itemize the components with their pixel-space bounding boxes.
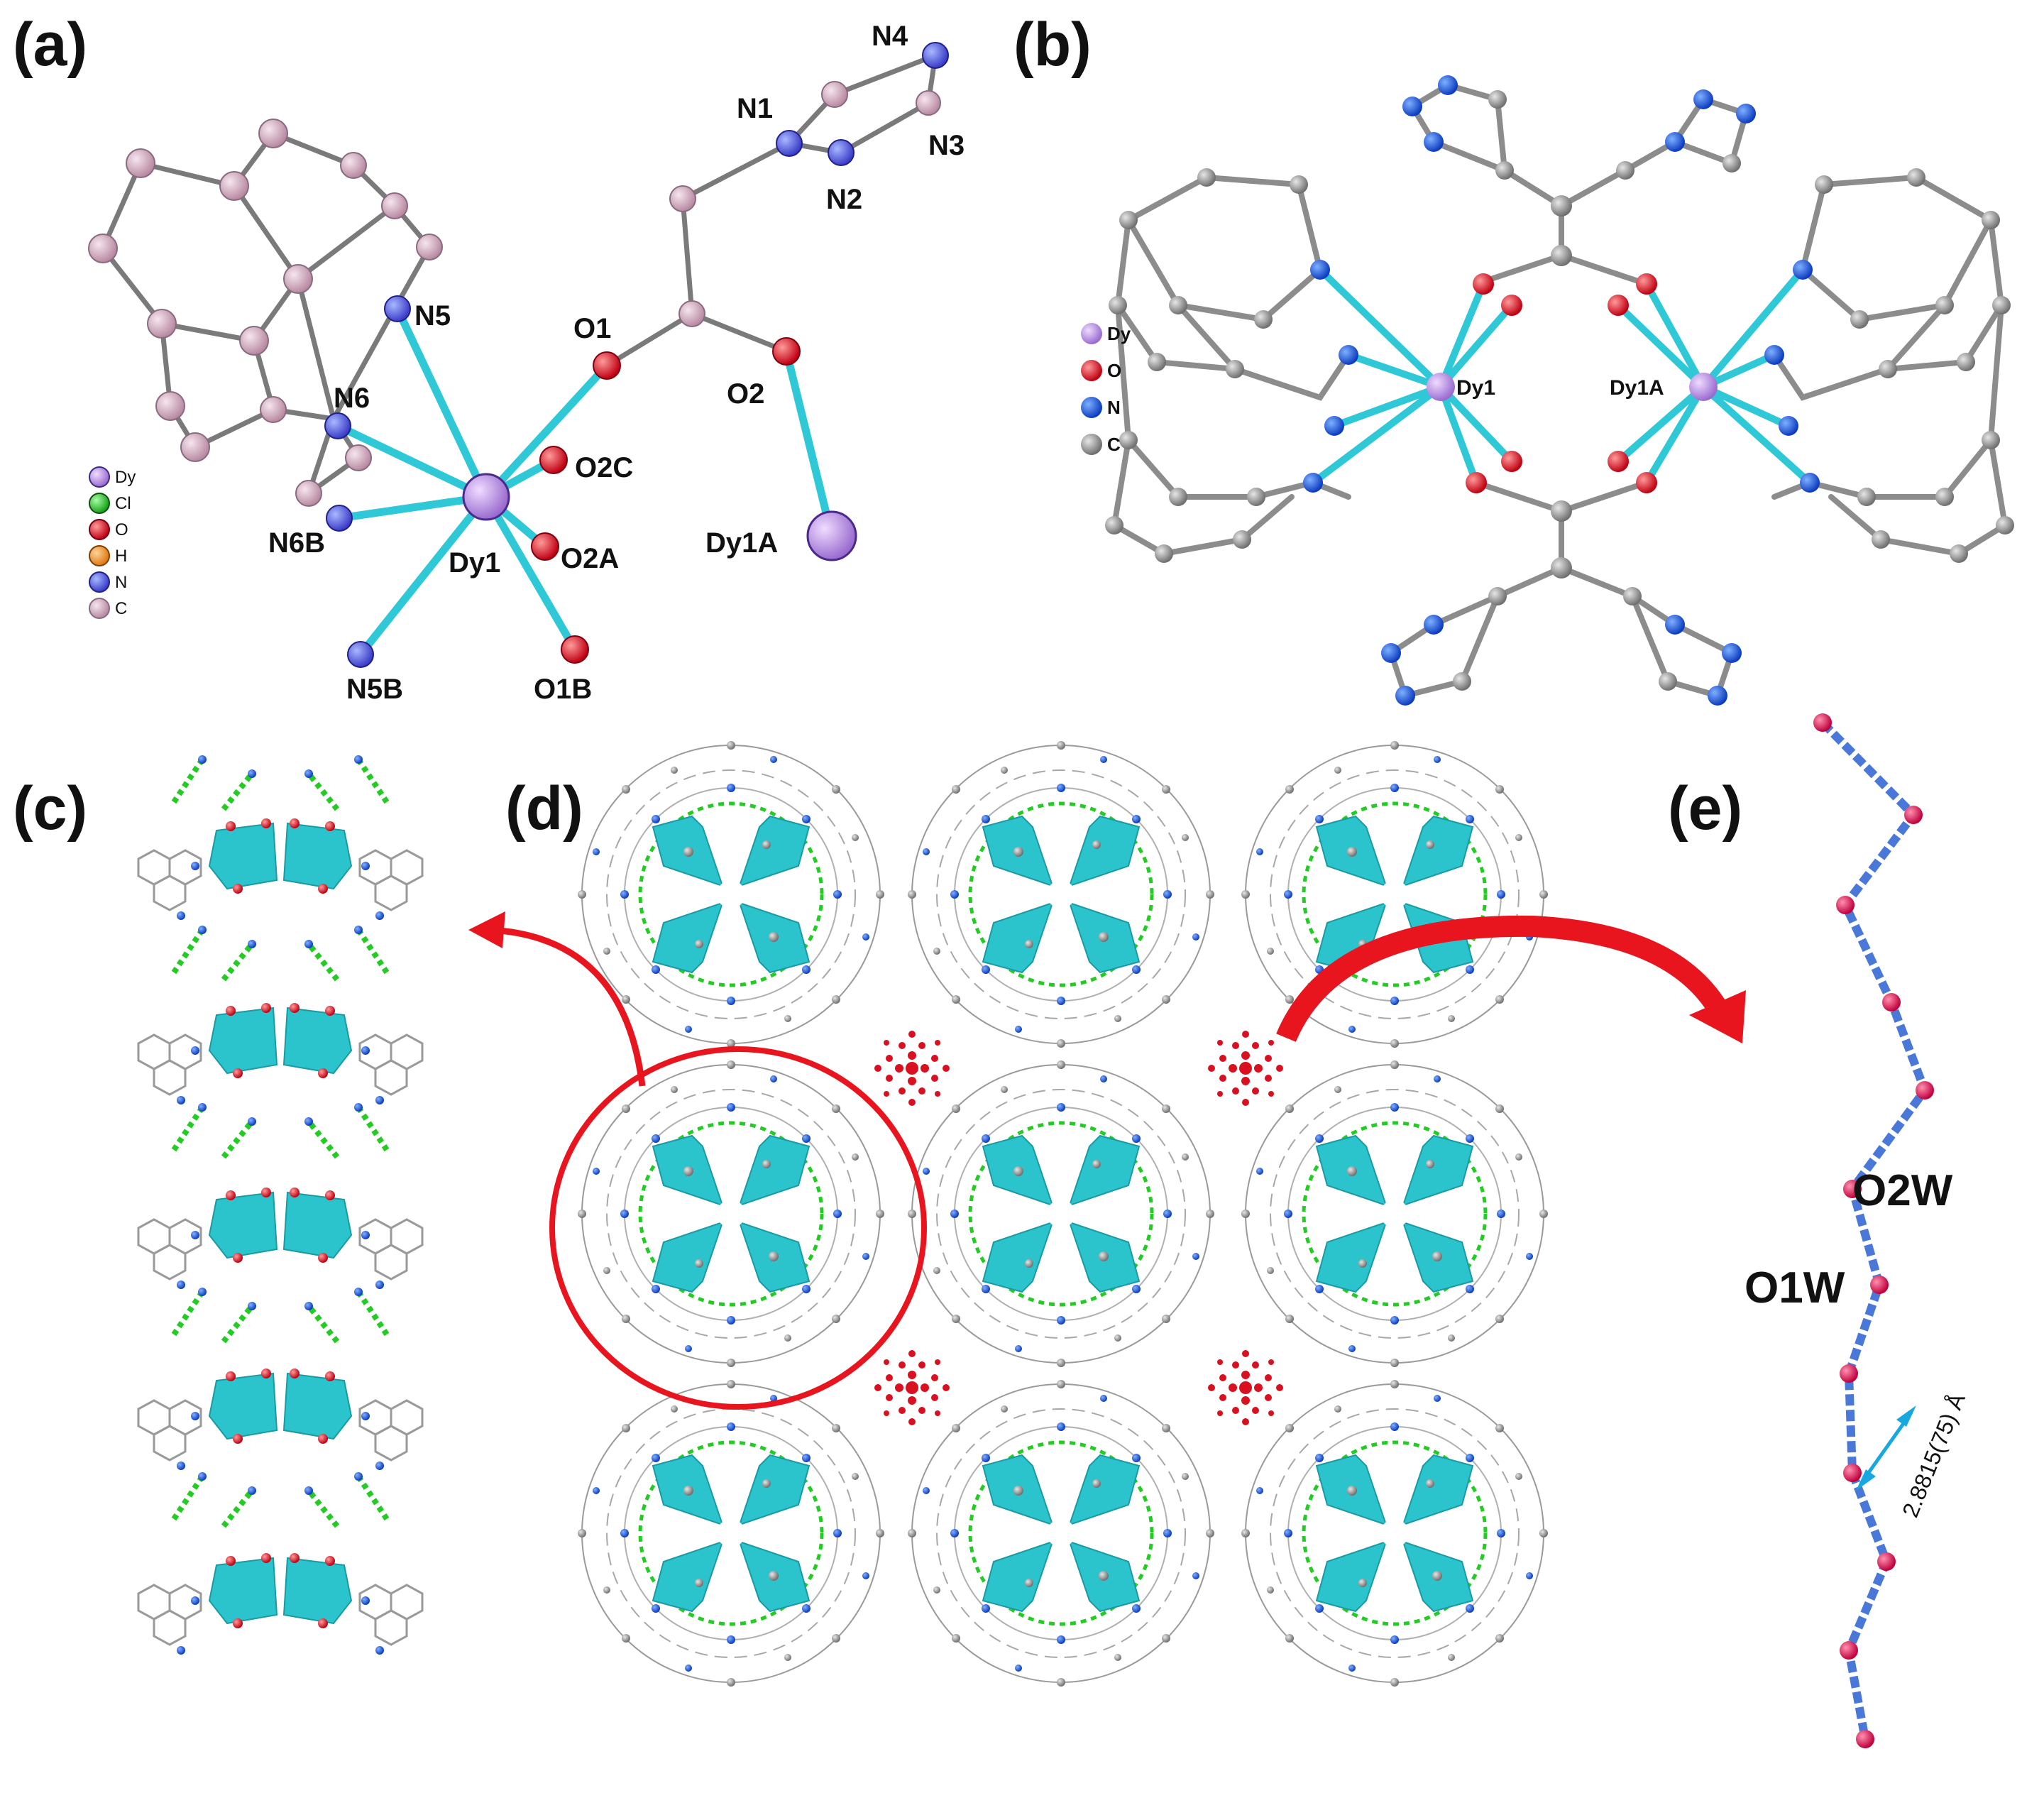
panel-c: (c)	[13, 755, 424, 1656]
water-oxygens	[1813, 713, 1934, 1748]
svg-text:N5: N5	[414, 300, 451, 331]
panel-a-dy-atoms	[462, 473, 857, 561]
legend-b-c-icon	[1081, 434, 1102, 455]
svg-text:N4: N4	[872, 21, 908, 52]
panel-b-oxygen-atoms	[1466, 273, 1657, 493]
arrow-to-e	[1276, 915, 1727, 1042]
legend-dy-icon	[89, 466, 110, 488]
panel-a-nitrogen-atoms	[324, 42, 949, 668]
legend-c-icon	[89, 598, 110, 619]
panel-b-nitrogen-atoms	[1303, 75, 1820, 706]
panel-b-legend: Dy O N C	[1081, 323, 1131, 455]
highlight-circle	[549, 1046, 927, 1410]
panel-e: (e) O2W O1W 2.8815(75) Å	[1668, 713, 1970, 1748]
panel-b-cyan-bonds	[1309, 266, 1813, 486]
legend-o-icon	[89, 519, 110, 540]
svg-text:Dy1: Dy1	[449, 547, 500, 579]
svg-text:Cl: Cl	[115, 494, 131, 513]
svg-text:O1: O1	[573, 313, 611, 344]
svg-text:N2: N2	[826, 184, 862, 215]
distance-arrow	[1859, 1411, 1913, 1485]
svg-text:Dy: Dy	[115, 468, 136, 487]
svg-text:O: O	[115, 520, 128, 539]
arrow-to-c-head	[468, 911, 505, 948]
legend-b-dy-icon	[1081, 323, 1102, 344]
panel-a: (a)	[13, 11, 965, 705]
panel-a-legend: Dy Cl O H N C	[89, 466, 136, 619]
svg-text:O2C: O2C	[575, 452, 633, 483]
panel-d-label: (d)	[505, 774, 583, 843]
panel-a-label: (a)	[13, 11, 87, 79]
arrow-to-e-head	[1689, 990, 1746, 1043]
svg-text:N1: N1	[737, 93, 773, 124]
panel-a-oxygen-atoms	[531, 337, 801, 664]
panel-b-carbon-atoms	[1105, 90, 2014, 691]
svg-text:C: C	[115, 599, 127, 618]
panel-a-bonds	[100, 53, 938, 496]
svg-text:N3: N3	[928, 130, 965, 161]
panel-a-carbon-atoms	[88, 81, 941, 507]
svg-text:O2: O2	[727, 378, 764, 410]
panel-d: (d)	[468, 741, 1746, 1687]
svg-text:N: N	[115, 573, 127, 592]
water-chain	[1819, 719, 1930, 1740]
panel-e-label: (e)	[1668, 774, 1742, 843]
svg-text:O1B: O1B	[534, 674, 592, 705]
legend-b-o-icon	[1081, 360, 1102, 381]
svg-text:N5B: N5B	[346, 674, 403, 705]
svg-text:C: C	[1107, 434, 1121, 455]
panel-b-dy-atoms	[1427, 373, 1718, 401]
panel-b: (b)	[1013, 11, 2014, 706]
panel-a-atom-labels: N4 N1 N3 N2 N5 O1 O2 N6 O2C Dy1A N6B Dy1…	[268, 21, 965, 705]
distance-label: 2.8815(75) Å	[1897, 1389, 1970, 1521]
svg-text:N: N	[1107, 397, 1121, 418]
legend-cl-icon	[89, 493, 110, 514]
svg-text:N6: N6	[334, 383, 370, 414]
label-o2w: O2W	[1852, 1166, 1953, 1215]
legend-b-n-icon	[1081, 397, 1102, 418]
label-dy1: Dy1	[1456, 376, 1495, 400]
svg-text:Dy1A: Dy1A	[705, 527, 778, 559]
svg-text:O: O	[1107, 360, 1121, 381]
svg-text:Dy: Dy	[1107, 323, 1131, 344]
panel-c-label: (c)	[13, 774, 87, 843]
svg-text:N6B: N6B	[268, 527, 325, 559]
svg-text:O2A: O2A	[561, 543, 619, 574]
label-o1w: O1W	[1744, 1263, 1845, 1312]
svg-text:H: H	[115, 547, 127, 566]
label-dy1a: Dy1A	[1610, 376, 1664, 400]
panel-b-gray-bonds	[1111, 82, 2009, 699]
arrow-to-c	[489, 926, 646, 1087]
panel-b-label: (b)	[1013, 11, 1092, 79]
legend-h-icon	[89, 545, 110, 566]
legend-n-icon	[89, 571, 110, 593]
